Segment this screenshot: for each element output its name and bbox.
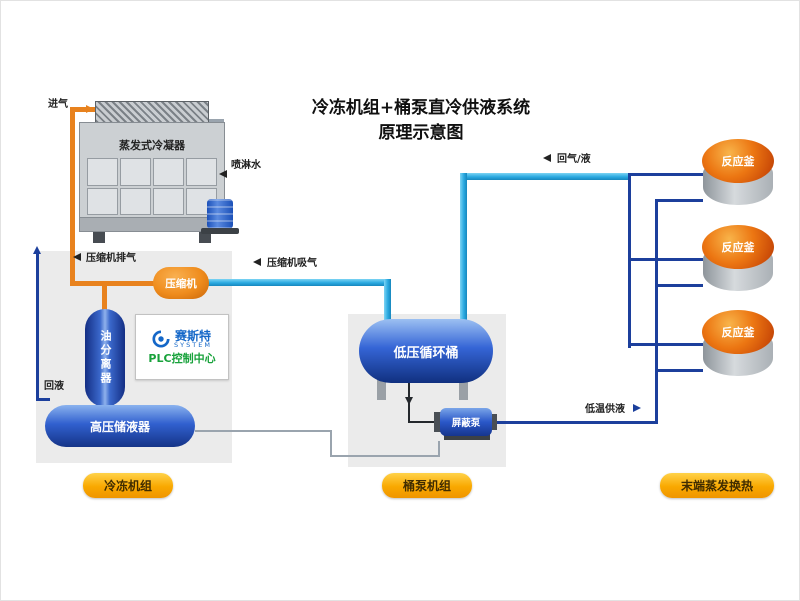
condenser-leg-right: [199, 232, 211, 243]
suction-arrow-icon: [253, 258, 261, 266]
kettle-label: 反应釜: [721, 326, 755, 339]
vessel-leg-right: [459, 376, 468, 400]
suction-pipe-vertical: [384, 279, 391, 325]
condenser-drift-eliminator: [95, 101, 209, 123]
makeup-line-b: [330, 430, 332, 457]
condenser-label: 蒸发式冷凝器: [119, 139, 185, 152]
hot-gas-pipe-to-oil-separator: [102, 283, 107, 315]
reaction-kettle-1: 反应釜: [702, 139, 774, 207]
oil-separator: 油分离器: [85, 309, 125, 407]
badge-terminal-evaporation: 末端蒸发换热: [660, 473, 774, 498]
discharge-label: 压缩机排气: [86, 253, 136, 264]
canned-pump-cap-right: [491, 414, 497, 430]
return-trunk-pipe: [628, 176, 631, 348]
condenser-coil-cell: [153, 187, 184, 215]
hp-receiver-label: 高压储液器: [89, 419, 150, 434]
supply-pipe-horizontal: [496, 421, 658, 424]
makeup-line-c: [330, 455, 440, 457]
canned-pump: 屏蔽泵: [440, 408, 492, 436]
lp-circulation-vessel: 低压循环桶: [359, 319, 493, 383]
liquid-return-arrow-icon: [33, 246, 41, 254]
condenser-basin: [80, 217, 224, 231]
kettle-dome: [702, 225, 774, 269]
badge-chiller-unit: 冷冻机组: [83, 473, 173, 498]
kettle-dome: [702, 310, 774, 354]
air-in-label: 进气: [48, 99, 68, 110]
hot-gas-pipe-inlet-stub: [70, 107, 97, 112]
wet-return-arrow-icon: [543, 154, 551, 162]
makeup-line-a: [195, 430, 332, 432]
condenser-coil-grid: [87, 158, 217, 215]
spray-pump: [207, 199, 233, 229]
badge-label: 桶泵机组: [402, 479, 451, 493]
makeup-line-d: [438, 441, 440, 457]
supply-stub-kettle-1: [655, 199, 703, 202]
return-stub-kettle-3: [628, 343, 703, 346]
cold-supply-arrow-icon: [633, 404, 641, 412]
title-line2: 原理示意图: [378, 122, 464, 143]
spray-pump-base: [201, 228, 239, 234]
liquid-return-label: 回液: [44, 381, 64, 392]
plc-title: PLC控制中心: [148, 352, 216, 366]
badge-label: 末端蒸发换热: [680, 479, 753, 493]
reaction-kettle-3: 反应釜: [702, 310, 774, 378]
supply-stub-kettle-3: [655, 369, 703, 372]
vessel-to-pump-pipe-horizontal: [408, 421, 438, 423]
wet-return-label: 回气/液: [557, 154, 591, 165]
plc-brand-name: 赛斯特: [174, 328, 211, 343]
page-title: 冷冻机组+桶泵直冷供液系统 原理示意图: [241, 96, 601, 145]
compressor-label: 压缩机: [165, 277, 197, 290]
suction-pipe-horizontal: [205, 279, 391, 286]
return-pipe-horizontal: [463, 173, 631, 180]
canned-pump-cap-left: [434, 412, 441, 432]
condenser-coil-cell: [120, 158, 151, 186]
condenser-leg-left: [93, 232, 105, 243]
canned-pump-label: 屏蔽泵: [451, 418, 481, 429]
hot-gas-pipe-discharge: [70, 281, 162, 286]
supply-stub-kettle-2: [655, 284, 703, 287]
liquid-return-stub: [36, 398, 50, 401]
kettle-label: 反应釜: [721, 241, 755, 254]
return-stub-kettle-2: [628, 258, 703, 261]
vessel-to-pump-arrow-icon: [405, 397, 413, 405]
hp-receiver: 高压储液器: [45, 405, 195, 447]
title-line1: 冷冻机组+桶泵直冷供液系统: [311, 98, 531, 118]
condenser-coil-cell: [87, 158, 118, 186]
supply-trunk-pipe: [655, 199, 658, 424]
suction-label: 压缩机吸气: [267, 258, 317, 269]
canned-pump-base: [444, 434, 490, 440]
condenser-coil-cell: [87, 187, 118, 215]
spray-water-arrow-icon: [219, 170, 227, 178]
plc-brand-sub: SYSTEM: [174, 340, 212, 349]
liquid-return-pipe: [36, 254, 39, 401]
condenser-coil-cell: [186, 158, 217, 186]
compressor: 压缩机: [153, 267, 209, 299]
reaction-kettle-2: 反应釜: [702, 225, 774, 293]
kettle-label: 反应釜: [721, 155, 755, 168]
condenser-coil-cell: [120, 187, 151, 215]
hot-gas-pipe-riser: [70, 107, 75, 286]
vessel-leg-left: [377, 376, 386, 400]
badge-label: 冷冻机组: [103, 479, 152, 493]
plc-brand-icon: [152, 330, 170, 348]
air-in-arrow-icon: [86, 105, 94, 113]
spray-water-label: 喷淋水: [231, 160, 261, 171]
lp-vessel-label: 低压循环桶: [393, 345, 459, 361]
discharge-arrow-icon: [73, 253, 81, 261]
return-pipe-vertical: [460, 173, 467, 323]
badge-pump-unit: 桶泵机组: [382, 473, 472, 498]
kettle-dome: [702, 139, 774, 183]
condenser-coil-cell: [153, 158, 184, 186]
oil-separator-label: 油分离器: [99, 330, 112, 386]
plc-controller: 赛斯特 SYSTEM PLC控制中心: [135, 314, 229, 380]
cold-supply-label: 低温供液: [585, 404, 625, 415]
return-stub-kettle-1: [628, 173, 703, 176]
spray-water-top-pipe: [200, 119, 224, 122]
